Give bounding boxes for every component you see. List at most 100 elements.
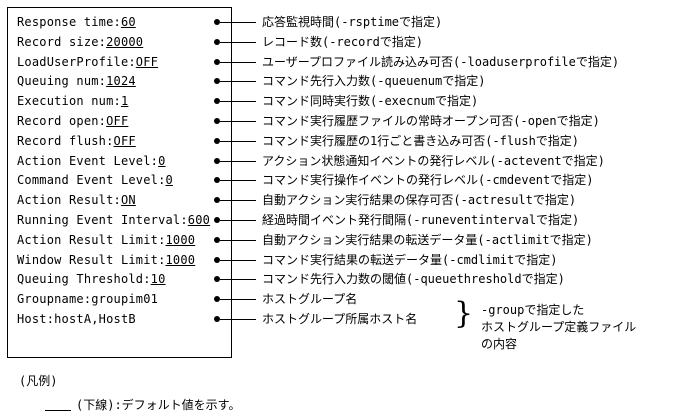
parameter-row: Action Event Level:0 xyxy=(17,154,166,168)
parameter-name: Record open: xyxy=(17,114,107,128)
connector-dot xyxy=(214,316,220,322)
connector-dot xyxy=(214,39,220,45)
connector-dot xyxy=(214,138,220,144)
parameter-description: コマンド同時実行数(-execnumで指定) xyxy=(262,94,479,108)
connector-line xyxy=(220,279,256,280)
default-value: 1000 xyxy=(165,253,196,267)
default-value: 1000 xyxy=(165,233,196,247)
parameter-name: Command Event Level: xyxy=(17,173,166,187)
connector-line xyxy=(220,240,256,241)
parameter-row: Record open:OFF xyxy=(17,114,128,128)
connector-dot xyxy=(214,98,220,104)
parameter-description: ユーザープロファイル読み込み可否(-loaduserprofileで指定) xyxy=(262,55,620,69)
default-value: 0 xyxy=(165,173,173,187)
parameter-row: Window Result Limit:1000 xyxy=(17,253,195,267)
parameter-name: Action Event Level: xyxy=(17,154,159,168)
connector-line xyxy=(220,161,256,162)
default-value: ON xyxy=(120,193,136,207)
parameter-description: コマンド先行入力数の閾値(-queuethresholdで指定) xyxy=(262,272,565,286)
parameter-name: Record size: xyxy=(17,35,107,49)
parameter-row: Response time:60 xyxy=(17,15,136,29)
parameter-name: Running Event Interval: xyxy=(17,213,188,227)
parameter-row: Command Event Level:0 xyxy=(17,173,173,187)
parameter-description: コマンド実行履歴ファイルの常時オープン可否(-openで指定) xyxy=(262,114,600,128)
parameter-row: Running Event Interval:600 xyxy=(17,213,210,227)
connector-line xyxy=(220,141,256,142)
parameter-row: Queuing Threshold:10 xyxy=(17,272,166,286)
parameter-description: コマンド実行履歴の1行ごと書き込み可否(-flushで指定) xyxy=(262,134,580,148)
connector-dot xyxy=(214,276,220,282)
connector-dot xyxy=(214,158,220,164)
connector-dot xyxy=(214,118,220,124)
default-value: 600 xyxy=(187,213,211,227)
parameter-row: Record size:20000 xyxy=(17,35,143,49)
group-brace: } xyxy=(454,296,474,331)
default-value: OFF xyxy=(113,134,136,148)
default-value: 20000 xyxy=(106,35,144,49)
parameter-row: Record flush:OFF xyxy=(17,134,136,148)
legend-text: (下線):デフォルト値を示す。 xyxy=(76,398,241,412)
parameter-name: Action Result: xyxy=(17,193,121,207)
parameter-description: コマンド実行結果の転送データ量(-cmdlimitで指定) xyxy=(262,253,558,267)
parameter-row: Queuing num:1024 xyxy=(17,74,136,88)
parameter-name: Groupname:groupim01 xyxy=(17,292,159,306)
parameter-name: LoadUserProfile: xyxy=(17,55,136,69)
default-value: OFF xyxy=(106,114,129,128)
legend-underline-sample xyxy=(45,410,71,411)
connector-line xyxy=(220,319,256,320)
parameter-row: Action Result Limit:1000 xyxy=(17,233,195,247)
connector-line xyxy=(220,62,256,63)
parameter-name: Queuing num: xyxy=(17,74,107,88)
parameter-description: 応答監視時間(-rsptimeで指定) xyxy=(262,15,443,29)
connector-line xyxy=(220,42,256,43)
connector-line xyxy=(220,101,256,102)
connector-line xyxy=(220,121,256,122)
parameter-row: Execution num:1 xyxy=(17,94,128,108)
parameter-row: LoadUserProfile:OFF xyxy=(17,55,158,69)
default-value: 60 xyxy=(120,15,136,29)
group-note-line-2: ホストグループ定義ファイル xyxy=(481,320,637,334)
connector-dot xyxy=(214,19,220,25)
connector-dot xyxy=(214,237,220,243)
default-value: 0 xyxy=(158,154,166,168)
parameter-description: ホストグループ所属ホスト名 xyxy=(262,312,418,326)
parameter-name: Queuing Threshold: xyxy=(17,272,151,286)
parameter-description: コマンド実行操作イベントの発行レベル(-cmdeventで指定) xyxy=(262,173,594,187)
parameter-name: Response time: xyxy=(17,15,121,29)
connector-dot xyxy=(214,177,220,183)
parameter-description: 経過時間イベント発行間隔(-runeventintervalで指定) xyxy=(262,213,580,227)
parameter-name: Action Result Limit: xyxy=(17,233,166,247)
connector-line xyxy=(220,22,256,23)
connector-line xyxy=(220,81,256,82)
connector-dot xyxy=(214,296,220,302)
parameter-description: 自動アクション実行結果の転送データ量(-actlimitで指定) xyxy=(262,233,593,247)
group-note-line-3: の内容 xyxy=(481,337,518,351)
connector-line xyxy=(220,299,256,300)
connector-line xyxy=(220,260,256,261)
connector-dot xyxy=(214,217,220,223)
parameter-description: 自動アクション実行結果の保存可否(-actresultで指定) xyxy=(262,193,577,207)
parameter-name: Window Result Limit: xyxy=(17,253,166,267)
parameter-name: Record flush: xyxy=(17,134,114,148)
default-value: OFF xyxy=(135,55,159,69)
connector-dot xyxy=(214,197,220,203)
parameter-box xyxy=(7,7,232,358)
default-value: 10 xyxy=(150,272,166,286)
parameter-description: ホストグループ名 xyxy=(262,292,358,306)
connector-dot xyxy=(214,257,220,263)
parameter-name: Host:hostA,HostB xyxy=(17,312,136,326)
parameter-description: レコード数(-recordで指定) xyxy=(262,35,424,49)
default-value: 1 xyxy=(120,94,129,108)
parameter-description: コマンド先行入力数(-queuenumで指定) xyxy=(262,74,486,88)
parameter-row: Host:hostA,HostB xyxy=(17,312,136,326)
default-value: 1024 xyxy=(106,74,136,88)
connector-dot xyxy=(214,78,220,84)
legend-title: (凡例) xyxy=(19,374,58,388)
connector-line xyxy=(220,220,256,221)
parameter-row: Action Result:ON xyxy=(17,193,136,207)
parameter-row: Groupname:groupim01 xyxy=(17,292,158,306)
connector-line xyxy=(220,180,256,181)
parameter-description: アクション状態通知イベントの発行レベル(-acteventで指定) xyxy=(262,154,605,168)
connector-dot xyxy=(214,59,220,65)
connector-line xyxy=(220,200,256,201)
